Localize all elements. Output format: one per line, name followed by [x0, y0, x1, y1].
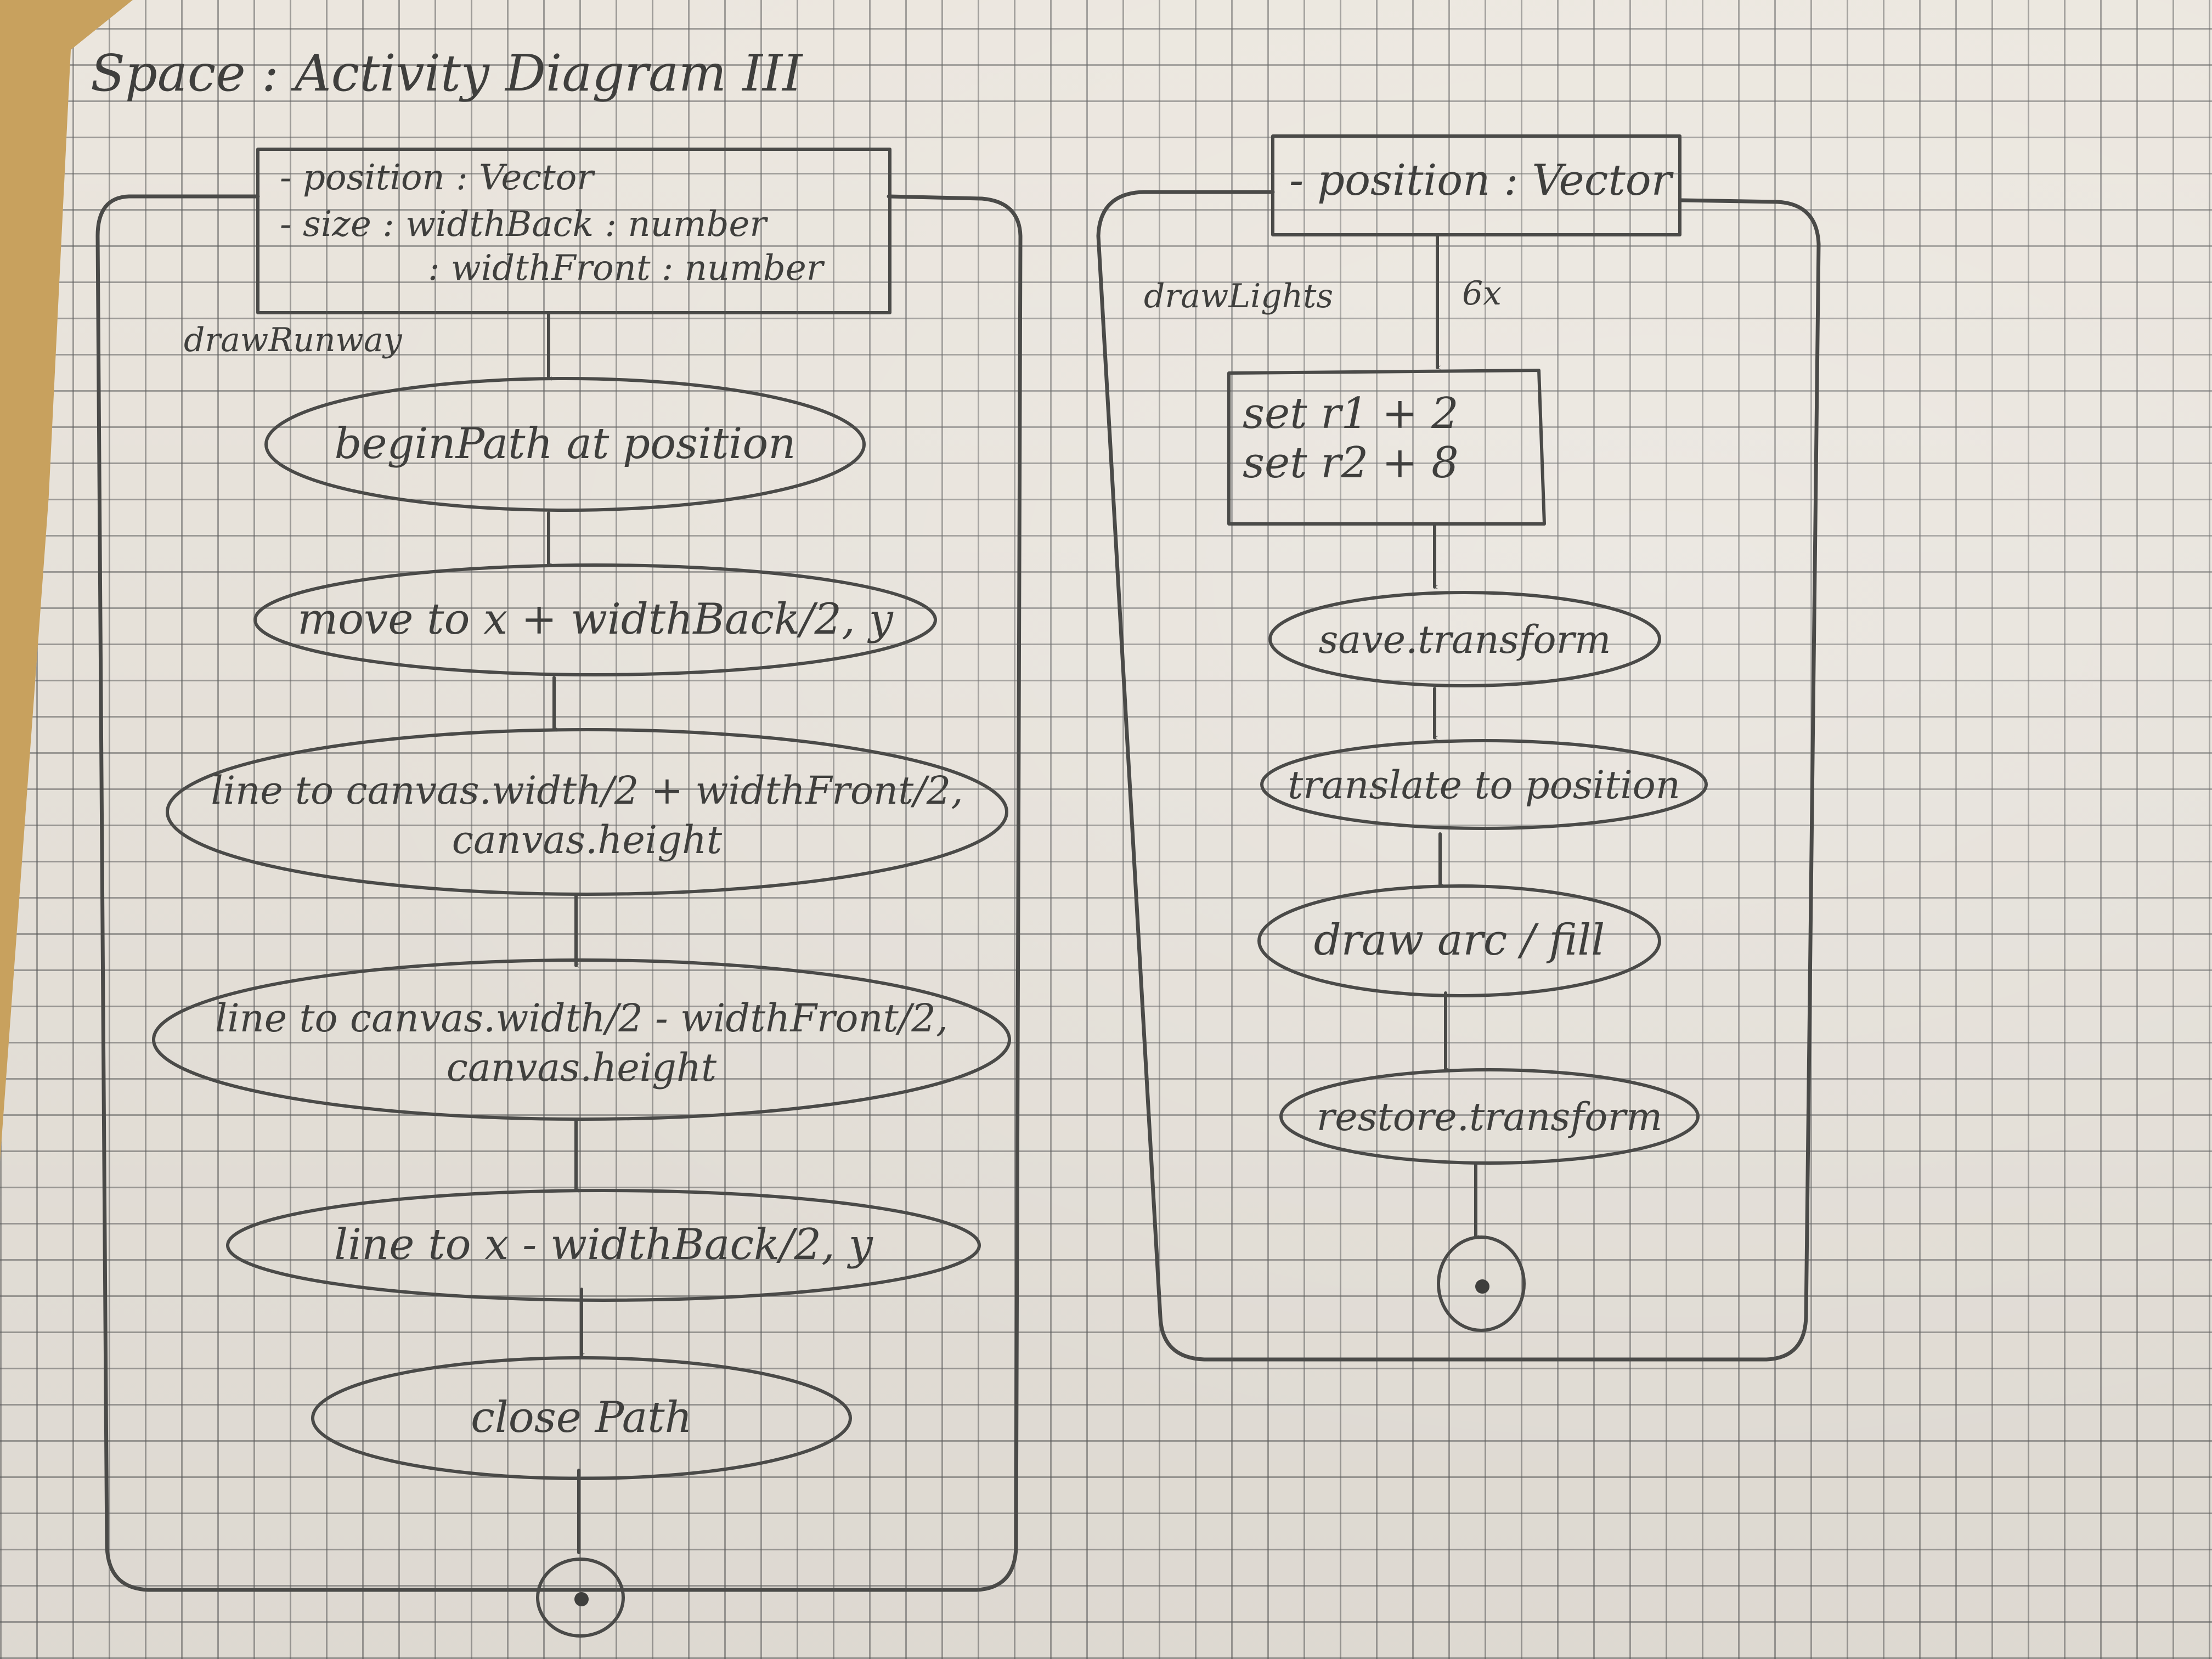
- lights-action-save-transform: [1268, 591, 1661, 687]
- runway-action-line-to-right-text: line to canvas.width/2 + widthFront/2,: [211, 768, 963, 813]
- lights-activity-frame: [1096, 190, 1821, 1362]
- lights-set-r2: set r2 + 8: [1243, 438, 1459, 488]
- lights-action-translate: [1260, 739, 1708, 830]
- runway-action-line-to-left-text-2: canvas.height: [447, 1045, 717, 1090]
- runway-action-line-to-left: [152, 958, 1011, 1121]
- runway-attr-position: - position : Vector: [280, 157, 595, 198]
- runway-action-begin-path-text: beginPath at position: [334, 419, 795, 469]
- runway-action-line-to-right-text-2: canvas.height: [452, 817, 723, 862]
- runway-action-line-to-right: [166, 728, 1008, 896]
- runway-attributes-box: [256, 148, 891, 314]
- runway-final-node-dot: [574, 1592, 589, 1606]
- runway-action-line-to-back: [226, 1189, 981, 1302]
- runway-activity: - position : Vector - size : widthBack :…: [95, 148, 1023, 1638]
- runway-action-close-path-text: close Path: [471, 1393, 692, 1442]
- lights-final-node: [1437, 1235, 1526, 1332]
- runway-action-line-to-left-text: line to canvas.width/2 - widthFront/2,: [215, 996, 948, 1041]
- diagram-title: Space : Activity Diagram III: [91, 44, 803, 103]
- lights-action-restore-transform-text: restore.transform: [1317, 1094, 1662, 1139]
- lights-activity: - position : Vector drawLights 6x set r1…: [1096, 134, 1821, 1362]
- lights-action-translate-text: translate to position: [1288, 763, 1680, 808]
- lights-action-draw-arc: [1257, 884, 1661, 997]
- lights-entry-label: drawLights: [1144, 277, 1333, 315]
- lights-final-node-dot: [1475, 1279, 1489, 1294]
- runway-attr-size-back: - size : widthBack : number: [280, 204, 768, 245]
- runway-attr-size-front: : widthFront : number: [428, 248, 825, 289]
- runway-final-node: [536, 1558, 625, 1638]
- runway-action-line-to-back-text: line to x - widthBack/2, y: [334, 1220, 873, 1269]
- runway-action-move-to-text: move to x + widthBack/2, y: [297, 595, 893, 644]
- lights-action-restore-transform: [1279, 1068, 1700, 1165]
- runway-action-move-to: [253, 563, 937, 676]
- lights-loop-label: 6x: [1462, 274, 1502, 313]
- runway-action-close-path: [311, 1356, 852, 1480]
- runway-entry-label: drawRunway: [184, 321, 403, 359]
- lights-attr-position: - position : Vector: [1289, 156, 1674, 205]
- runway-activity-frame: [95, 194, 1023, 1592]
- lights-set-r1: set r1 + 2: [1243, 389, 1459, 438]
- lights-set-block: [1227, 369, 1546, 526]
- lights-action-draw-arc-text: draw arc / fill: [1314, 916, 1605, 965]
- runway-action-begin-path: [264, 377, 866, 512]
- lights-attributes-box: [1271, 134, 1681, 236]
- lights-action-save-transform-text: save.transform: [1318, 617, 1611, 662]
